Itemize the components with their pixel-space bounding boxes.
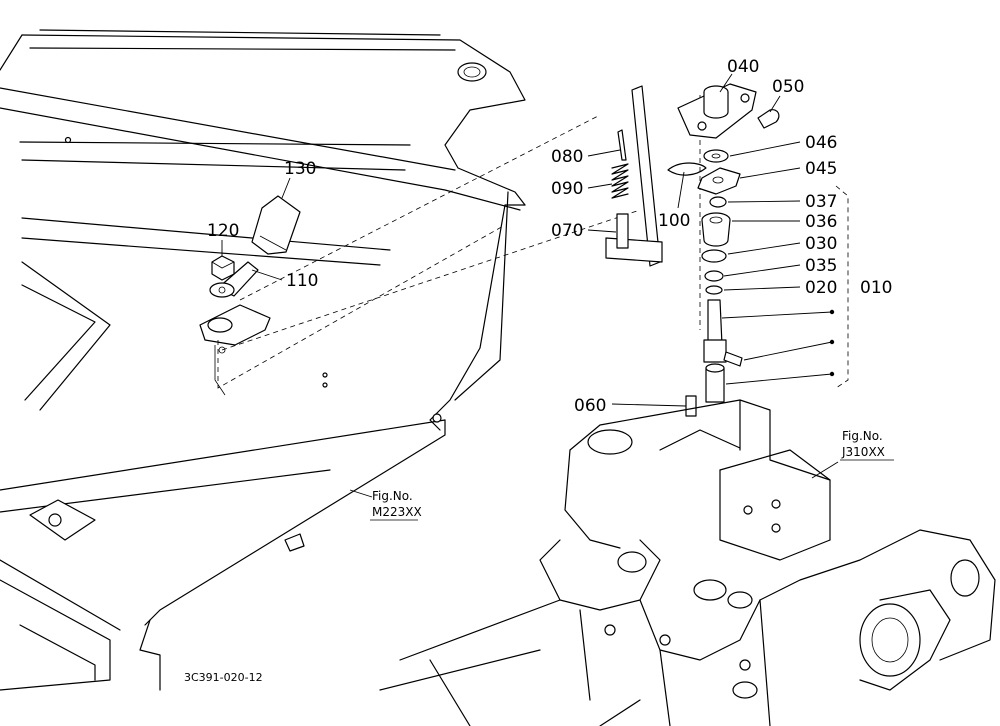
callout-110: 110 <box>286 271 318 291</box>
spring-090 <box>611 163 629 199</box>
callout-090: 090 <box>551 179 583 199</box>
pin-060 <box>685 395 697 417</box>
hydraulic-housing <box>379 399 996 726</box>
leader-lines <box>221 73 839 498</box>
drawing-code: 3C391-020-12 <box>184 671 263 684</box>
callout-030: 030 <box>805 234 837 254</box>
figure-reference-left: Fig.No. M223XX <box>370 489 422 521</box>
callout-037: 037 <box>805 192 837 212</box>
fig-ref-left-code: M223XX <box>372 505 422 519</box>
nut-037 <box>709 196 727 208</box>
callout-040: 040 <box>727 57 759 77</box>
callout-070: 070 <box>551 221 583 241</box>
figure-reference-right: Fig.No. J310XX <box>840 429 894 461</box>
callout-labels: 040 050 046 045 037 036 030 035 020 010 … <box>207 57 892 416</box>
callout-035: 035 <box>805 256 837 276</box>
callout-046: 046 <box>805 133 837 153</box>
oring-020 <box>705 285 723 295</box>
callout-100: 100 <box>658 211 690 231</box>
callout-045: 045 <box>805 159 837 179</box>
plate-045 <box>697 167 741 195</box>
fig-ref-left-label: Fig.No. <box>372 489 413 503</box>
callout-060: 060 <box>574 396 606 416</box>
callout-130: 130 <box>284 159 316 179</box>
shaft-assembly-010 <box>703 299 743 403</box>
callout-120: 120 <box>207 221 239 241</box>
cover-panel <box>0 29 526 691</box>
clip-100 <box>667 162 707 176</box>
washer-035 <box>704 270 724 282</box>
pin-080 <box>617 129 627 161</box>
bushing-036 <box>701 212 731 247</box>
fig-ref-right-label: Fig.No. <box>842 429 883 443</box>
callout-036: 036 <box>805 212 837 232</box>
callout-080: 080 <box>551 147 583 167</box>
oring-030 <box>701 249 727 263</box>
washer-046 <box>703 149 729 163</box>
rod-070 <box>605 85 663 267</box>
callout-050: 050 <box>772 77 804 97</box>
clip-050 <box>757 109 780 129</box>
fig-ref-right-code: J310XX <box>841 445 885 459</box>
lever-assembly <box>209 195 301 298</box>
plate-040 <box>677 83 757 139</box>
callout-020: 020 <box>805 278 837 298</box>
callout-010: 010 <box>860 278 892 298</box>
